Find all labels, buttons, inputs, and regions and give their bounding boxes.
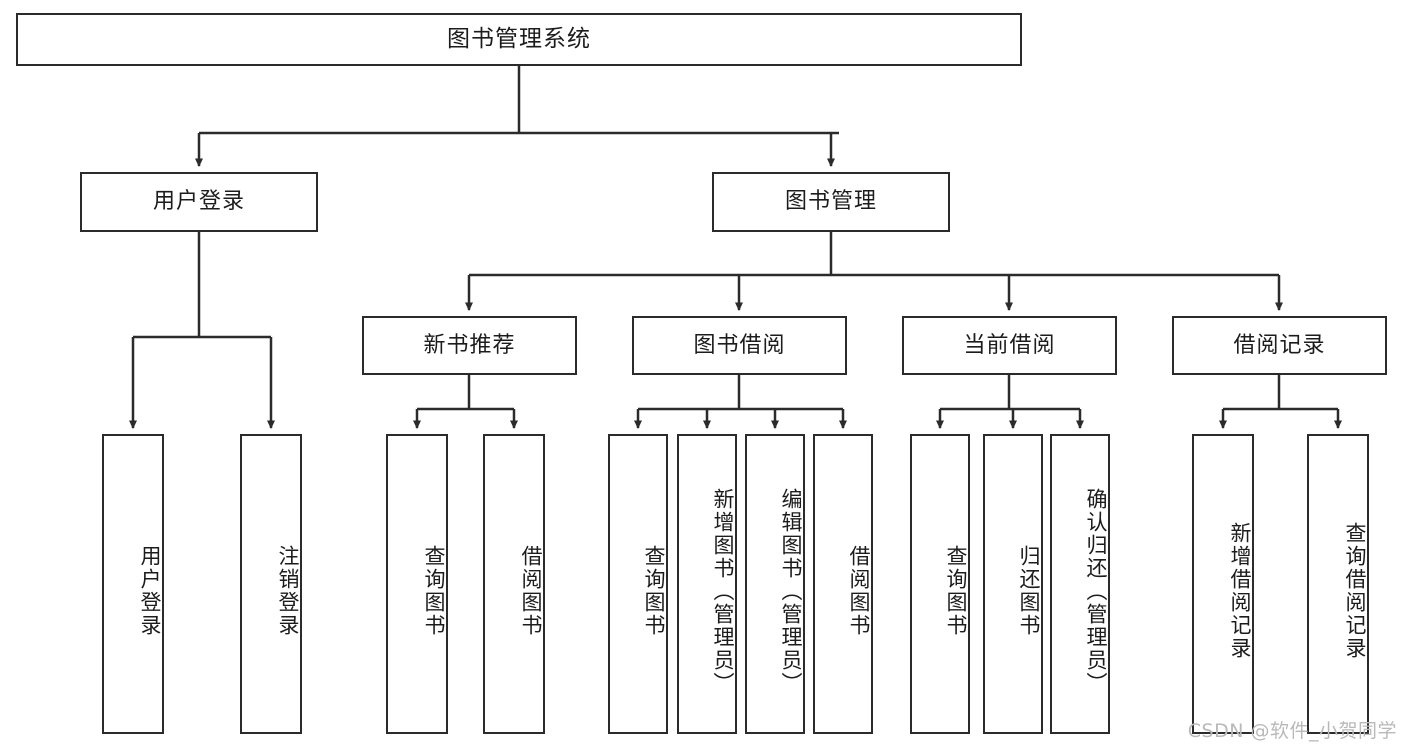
leaf-borrow-book[interactable]: 借阅图书 <box>813 434 873 734</box>
leaf-return-book-label: 归还图书 <box>1017 545 1041 637</box>
leaf-logout-label: 注销登录 <box>276 545 300 637</box>
leaf-query-book-current[interactable]: 查询图书 <box>910 434 970 734</box>
node-current-borrow-label: 当前借阅 <box>963 332 1056 358</box>
node-book-manage-label: 图书管理 <box>784 189 877 215</box>
leaf-user-login[interactable]: 用户登录 <box>102 434 164 734</box>
edge-user-login-to-leaves <box>129 232 275 429</box>
leaf-edit-book[interactable]: 编辑图书（管理员） <box>745 434 805 734</box>
node-new-book-recommend[interactable]: 新书推荐 <box>362 316 577 375</box>
node-book-borrow-label: 图书借阅 <box>693 332 786 358</box>
edge-book-manage-to-level3 <box>465 232 1283 311</box>
leaf-borrow-book-recommend-label: 借阅图书 <box>519 545 543 637</box>
node-book-borrow[interactable]: 图书借阅 <box>632 316 847 375</box>
leaf-query-book-current-label: 查询图书 <box>944 545 968 637</box>
leaf-query-book-borrow-label: 查询图书 <box>642 545 666 637</box>
leaf-logout[interactable]: 注销登录 <box>240 434 302 734</box>
csdn-watermark: CSDN @软件_小贺同学 <box>1187 720 1397 742</box>
leaf-confirm-return-label: 确认归还（管理员） <box>1084 487 1108 695</box>
node-current-borrow[interactable]: 当前借阅 <box>902 316 1117 375</box>
leaf-return-book[interactable]: 归还图书 <box>983 434 1043 734</box>
leaf-query-book-borrow[interactable]: 查询图书 <box>608 434 668 734</box>
node-user-login-label: 用户登录 <box>152 189 245 215</box>
node-borrow-record-label: 借阅记录 <box>1233 332 1326 358</box>
leaf-query-record[interactable]: 查询借阅记录 <box>1307 434 1369 734</box>
leaf-borrow-book-recommend[interactable]: 借阅图书 <box>483 434 545 734</box>
node-book-manage[interactable]: 图书管理 <box>712 172 950 232</box>
leaf-add-record[interactable]: 新增借阅记录 <box>1192 434 1254 734</box>
edge-borrow-record-to-leaves <box>1219 375 1342 429</box>
leaf-query-book-recommend[interactable]: 查询图书 <box>386 434 448 734</box>
edge-new-book-recommend-to-leaves <box>413 375 518 429</box>
node-borrow-record[interactable]: 借阅记录 <box>1172 316 1387 375</box>
leaf-borrow-book-label: 借阅图书 <box>847 545 871 637</box>
edge-root-to-level2 <box>195 66 839 167</box>
leaf-query-record-label: 查询借阅记录 <box>1343 522 1367 660</box>
edge-current-borrow-to-leaves <box>936 375 1084 429</box>
leaf-edit-book-label: 编辑图书（管理员） <box>779 487 803 695</box>
leaf-user-login-label: 用户登录 <box>138 545 162 637</box>
leaf-add-record-label: 新增借阅记录 <box>1228 522 1252 660</box>
leaf-add-book[interactable]: 新增图书（管理员） <box>677 434 737 734</box>
edge-book-borrow-to-leaves <box>634 375 847 429</box>
node-root[interactable]: 图书管理系统 <box>16 13 1022 66</box>
node-user-login[interactable]: 用户登录 <box>80 172 318 232</box>
node-root-label: 图书管理系统 <box>447 25 591 52</box>
node-new-book-recommend-label: 新书推荐 <box>423 332 516 358</box>
leaf-query-book-recommend-label: 查询图书 <box>422 545 446 637</box>
leaf-add-book-label: 新增图书（管理员） <box>711 487 735 695</box>
leaf-confirm-return[interactable]: 确认归还（管理员） <box>1050 434 1110 734</box>
